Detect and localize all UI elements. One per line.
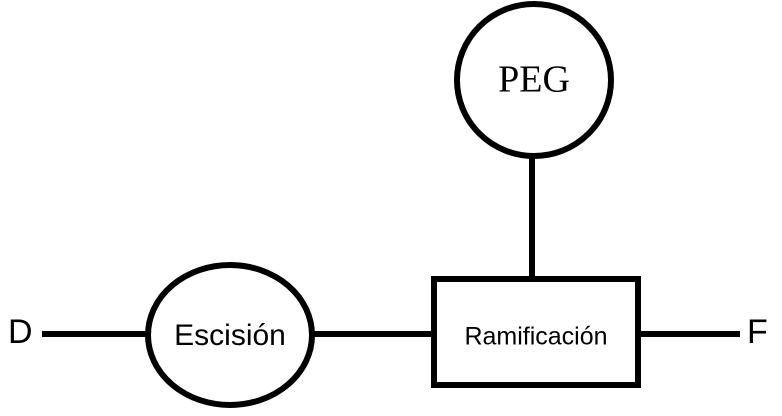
node-ramificacion-label: Ramificación (464, 323, 607, 351)
node-escision-circle (145, 262, 315, 408)
node-ramificacion[interactable]: Ramificación (431, 276, 641, 388)
node-peg-circle (454, 1, 614, 159)
node-peg-label: PEG (498, 59, 570, 101)
node-peg[interactable]: PEG (454, 1, 614, 159)
endpoint-label-d: D (8, 313, 33, 351)
node-escision[interactable]: Escisión (145, 262, 315, 408)
node-ramificacion-rect (431, 276, 641, 388)
endpoint-label-f: F (747, 313, 768, 351)
node-escision-label: Escisión (174, 319, 286, 352)
